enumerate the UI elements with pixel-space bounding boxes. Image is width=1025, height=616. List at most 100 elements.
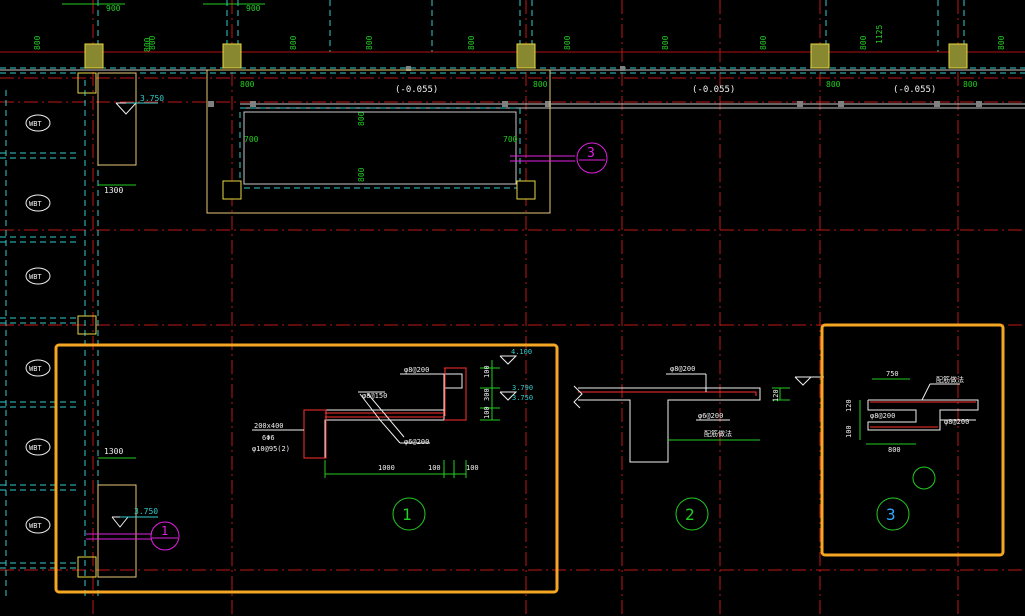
detail-label-number: 3 bbox=[886, 505, 896, 524]
dim-text: 100 bbox=[483, 406, 491, 419]
beam-nodes bbox=[208, 66, 982, 107]
dim-text: 300 bbox=[483, 388, 491, 401]
node bbox=[620, 66, 625, 71]
dim-text: 120 bbox=[772, 389, 780, 402]
detail-1-label: 1 bbox=[392, 497, 426, 531]
dim-text: 120 bbox=[845, 399, 853, 412]
column bbox=[222, 43, 242, 69]
rebar-text: φ8@200 bbox=[404, 366, 429, 374]
break-mark bbox=[573, 385, 583, 409]
beam-lines bbox=[0, 0, 1025, 600]
dim-text: 900 bbox=[246, 4, 261, 13]
wbt-ellipse bbox=[25, 194, 51, 212]
dim-text: 900 bbox=[106, 4, 121, 13]
wbt-label: WBT bbox=[29, 365, 42, 373]
node bbox=[838, 101, 844, 107]
main-bar-text: φ10@95(2) bbox=[252, 445, 290, 453]
detail-1-section bbox=[252, 355, 518, 478]
leader bbox=[359, 393, 381, 421]
node bbox=[934, 101, 940, 107]
callout-number: 1 bbox=[161, 524, 168, 538]
dim-text: 800 bbox=[357, 167, 366, 182]
dim-text: 800 bbox=[143, 37, 152, 52]
left-elev-texts: 3.750 3.750 bbox=[134, 94, 164, 516]
section-callout-3: 3 bbox=[510, 142, 608, 174]
dim-text: 100 bbox=[428, 464, 441, 472]
detail-3-texts: 750 配筋做法 φ8@200 φ8@200 120 100 800 bbox=[845, 370, 969, 454]
rebar-text: φ8@200 bbox=[870, 412, 895, 420]
wbt-ellipse bbox=[25, 114, 51, 132]
wbt-ellipse bbox=[25, 359, 51, 377]
detail-1-texts: φ8@200 φ8@150 φ6@200 200x400 6Φ6 φ10@95(… bbox=[252, 365, 491, 472]
column bbox=[516, 43, 536, 69]
wbt-label: WBT bbox=[29, 200, 42, 208]
elev-marker bbox=[499, 391, 518, 401]
rebar-text: φ6@200 bbox=[404, 438, 429, 446]
callout-circle bbox=[150, 521, 180, 551]
dim-text: 1000 bbox=[378, 464, 395, 472]
wbt-ellipse bbox=[25, 267, 51, 285]
node bbox=[250, 101, 256, 107]
callout-circle bbox=[576, 142, 608, 174]
dim-text: 700 bbox=[244, 135, 259, 144]
dim-text: 800 bbox=[365, 35, 374, 50]
tower-dims: 800 800 800 800 800 700 700 800 bbox=[240, 80, 978, 182]
section-outline bbox=[867, 399, 979, 431]
wbt-label: WBT bbox=[29, 120, 42, 128]
elev-marker bbox=[115, 102, 138, 115]
column bbox=[222, 180, 242, 200]
column bbox=[77, 556, 97, 578]
stirrup-text: 6Φ6 bbox=[262, 434, 275, 442]
highlight-box-detail-3[interactable] bbox=[820, 323, 1005, 557]
rebar-text: φ6@200 bbox=[698, 412, 723, 420]
node bbox=[797, 101, 803, 107]
wbt-label: WBT bbox=[29, 522, 42, 530]
dim-text: 1300 bbox=[104, 186, 123, 195]
dim-text: 1125 bbox=[875, 25, 884, 44]
node bbox=[976, 101, 982, 107]
section-outline bbox=[578, 387, 761, 463]
dim-text: 800 bbox=[33, 35, 42, 50]
detail-3-section bbox=[859, 378, 979, 490]
elev-marker bbox=[794, 376, 813, 386]
highlight-box-detail-1[interactable] bbox=[54, 343, 559, 594]
elev-marker bbox=[111, 516, 130, 528]
elevation-text: (-0.055) bbox=[893, 85, 936, 95]
dim-text: 100 bbox=[483, 365, 491, 378]
beam-rebar bbox=[303, 409, 327, 459]
elev-marker bbox=[499, 355, 518, 365]
elev-text: 4.100 bbox=[511, 348, 532, 356]
tower-inner bbox=[239, 107, 521, 189]
up-rebar bbox=[444, 367, 467, 421]
column bbox=[84, 43, 104, 69]
dim-text: 800 bbox=[467, 35, 476, 50]
left-dim-texts: 1300 1300 bbox=[104, 186, 123, 456]
node bbox=[406, 66, 411, 71]
rebar-text: φ8@200 bbox=[670, 365, 695, 373]
columns-top bbox=[84, 43, 968, 69]
note-text: 配筋做法 bbox=[704, 429, 732, 438]
detail-2-texts: φ8@200 φ6@200 配筋做法 120 bbox=[670, 365, 780, 438]
node bbox=[545, 101, 551, 107]
dim-text: 800 bbox=[759, 35, 768, 50]
detail-label-circle bbox=[392, 497, 426, 531]
section-outline bbox=[303, 373, 463, 459]
detail-label-circle bbox=[876, 497, 910, 531]
rebar-text: φ8@200 bbox=[944, 418, 969, 426]
elevation-text: (-0.055) bbox=[395, 85, 438, 95]
column bbox=[516, 180, 536, 200]
column bbox=[77, 72, 97, 94]
detail-label-number: 1 bbox=[402, 505, 412, 524]
tower-frame bbox=[206, 69, 551, 214]
dim-text: 1300 bbox=[104, 447, 123, 456]
detail-label-circle bbox=[675, 497, 709, 531]
wbt-ellipse bbox=[25, 438, 51, 456]
wbt-label: WBT bbox=[29, 444, 42, 452]
elev-text: 3.790 bbox=[512, 384, 533, 392]
wbt-label: WBT bbox=[29, 273, 42, 281]
dim-text: 800 bbox=[148, 35, 157, 50]
node bbox=[208, 101, 214, 107]
